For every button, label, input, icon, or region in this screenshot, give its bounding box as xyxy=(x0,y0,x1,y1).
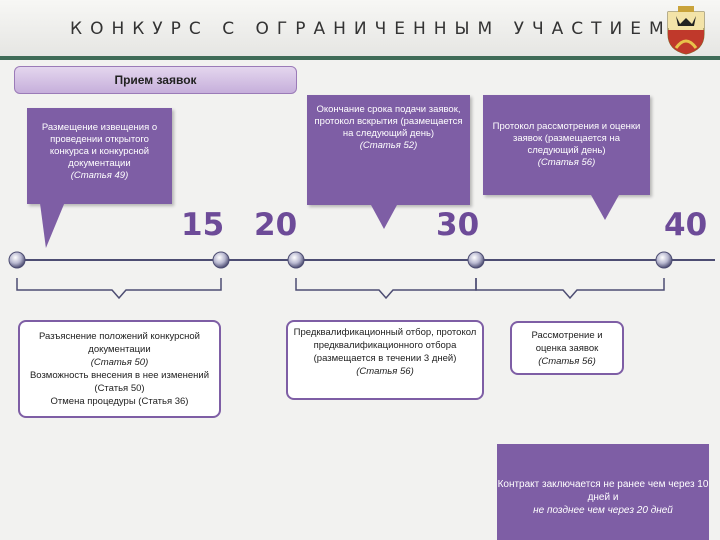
timeline-dot-20 xyxy=(287,251,305,269)
day-marker-30: 30 xyxy=(436,207,480,243)
callout-pointer xyxy=(591,195,619,220)
bracket-3 xyxy=(475,278,665,300)
timeline-dot-15 xyxy=(212,251,230,269)
timeline-dot-30 xyxy=(467,251,485,269)
box-line: Отмена процедуры (Статья 36) xyxy=(50,396,189,407)
box-line: Предквалификационный отбор, протокол пре… xyxy=(293,327,477,364)
box-article-ref: (Статья 56) xyxy=(538,356,596,367)
callout-pointer xyxy=(371,205,397,229)
clarification-box: Разъяснение положений конкурсной докумен… xyxy=(18,320,221,418)
day-marker-20: 20 xyxy=(254,207,298,243)
day-marker-15: 15 xyxy=(181,207,225,243)
timeline-dot-40 xyxy=(655,251,673,269)
callout-text: Протокол рассмотрения и оценки заявок (р… xyxy=(492,121,641,156)
box-line: Возможность внесения в нее изменений (Ст… xyxy=(29,370,210,394)
timeline xyxy=(8,251,715,300)
bracket-1 xyxy=(16,278,222,300)
callout-deadline-protocol: Окончание срока подачи заявок, протокол … xyxy=(307,95,470,229)
page-title: КОНКУРС С ОГРАНИЧЕННЫМ УЧАСТИЕМ xyxy=(70,19,672,39)
day-marker-40: 40 xyxy=(664,207,708,243)
prequalification-box: Предквалификационный отбор, протокол пре… xyxy=(286,320,484,400)
bracket-2 xyxy=(295,278,477,300)
contract-note: Контракт заключается не ранее чем через … xyxy=(497,444,709,540)
contract-line: не позднее чем через 20 дней xyxy=(533,505,673,516)
timeline-dot-start xyxy=(8,251,26,269)
callout-notice-publication: Размещение извещения о проведении открыт… xyxy=(27,108,172,248)
coat-of-arms-icon xyxy=(667,6,705,55)
box-article-ref: (Статья 56) xyxy=(356,366,414,377)
callout-evaluation-protocol: Протокол рассмотрения и оценки заявок (р… xyxy=(483,95,650,220)
callout-article-ref: (Статья 56) xyxy=(537,157,596,168)
reception-period-tab: Прием заявок xyxy=(14,66,297,94)
callout-text: Размещение извещения о проведении открыт… xyxy=(41,122,158,169)
callout-article-ref: (Статья 49) xyxy=(70,170,129,181)
callout-article-ref: (Статья 52) xyxy=(359,140,418,151)
callout-text: Окончание срока подачи заявок, протокол … xyxy=(314,104,463,139)
header: КОНКУРС С ОГРАНИЧЕННЫМ УЧАСТИЕМ xyxy=(0,0,720,60)
box-line: Разъяснение положений конкурсной докумен… xyxy=(39,331,200,355)
evaluation-box: Рассмотрение и оценка заявок (Статья 56) xyxy=(510,321,624,375)
contract-line: Контракт заключается не ранее чем через … xyxy=(497,479,709,503)
box-line: Рассмотрение и оценка заявок xyxy=(531,330,603,354)
box-article-ref: (Статья 50) xyxy=(90,357,149,368)
